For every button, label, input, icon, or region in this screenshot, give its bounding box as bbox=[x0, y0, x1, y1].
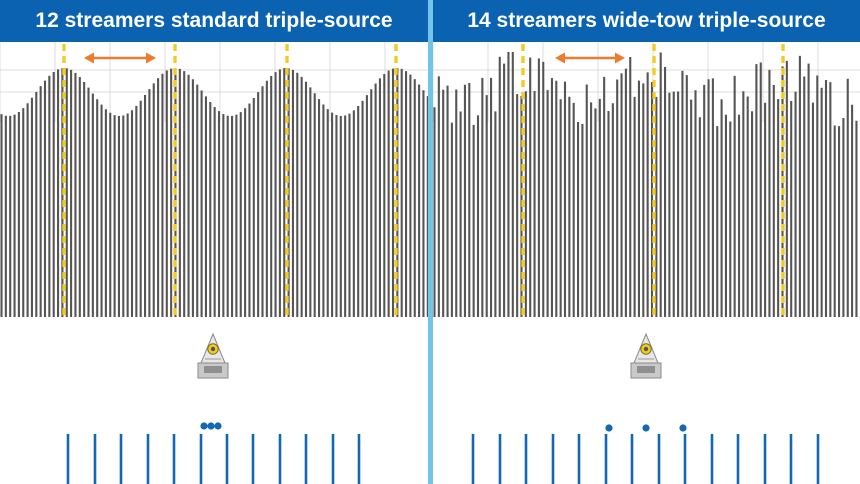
source-dot-icon bbox=[207, 422, 215, 430]
seismic-vessel-icon bbox=[630, 333, 662, 379]
spacing-arrow-icon bbox=[146, 52, 156, 64]
source-dot-icon bbox=[679, 424, 687, 432]
coverage-trace-plot bbox=[433, 42, 860, 317]
panel-title-bar: 14 streamers wide-tow triple-source bbox=[433, 0, 860, 42]
streamer-spread-layout bbox=[66, 422, 361, 484]
panel-title-bar: 12 streamers standard triple-source bbox=[0, 0, 428, 42]
source-dot-icon bbox=[200, 422, 208, 430]
source-dot-icon bbox=[214, 422, 222, 430]
coverage-trace-plot bbox=[0, 42, 428, 317]
panel-wide-tow-triple-source: 14 streamers wide-tow triple-source bbox=[433, 0, 860, 484]
panel-divider bbox=[428, 0, 433, 484]
spacing-arrow-icon bbox=[555, 52, 565, 64]
source-dot-icon bbox=[642, 424, 650, 432]
seismic-vessel-icon bbox=[197, 333, 229, 379]
panel-standard-triple-source: 12 streamers standard triple-source bbox=[0, 0, 428, 484]
panel-title: 12 streamers standard triple-source bbox=[35, 9, 393, 32]
panel-title: 14 streamers wide-tow triple-source bbox=[467, 9, 826, 32]
spacing-arrow-icon bbox=[84, 52, 94, 64]
source-dot-icon bbox=[605, 424, 613, 432]
spacing-arrow-icon bbox=[615, 52, 625, 64]
streamer-spread-layout bbox=[471, 424, 820, 484]
